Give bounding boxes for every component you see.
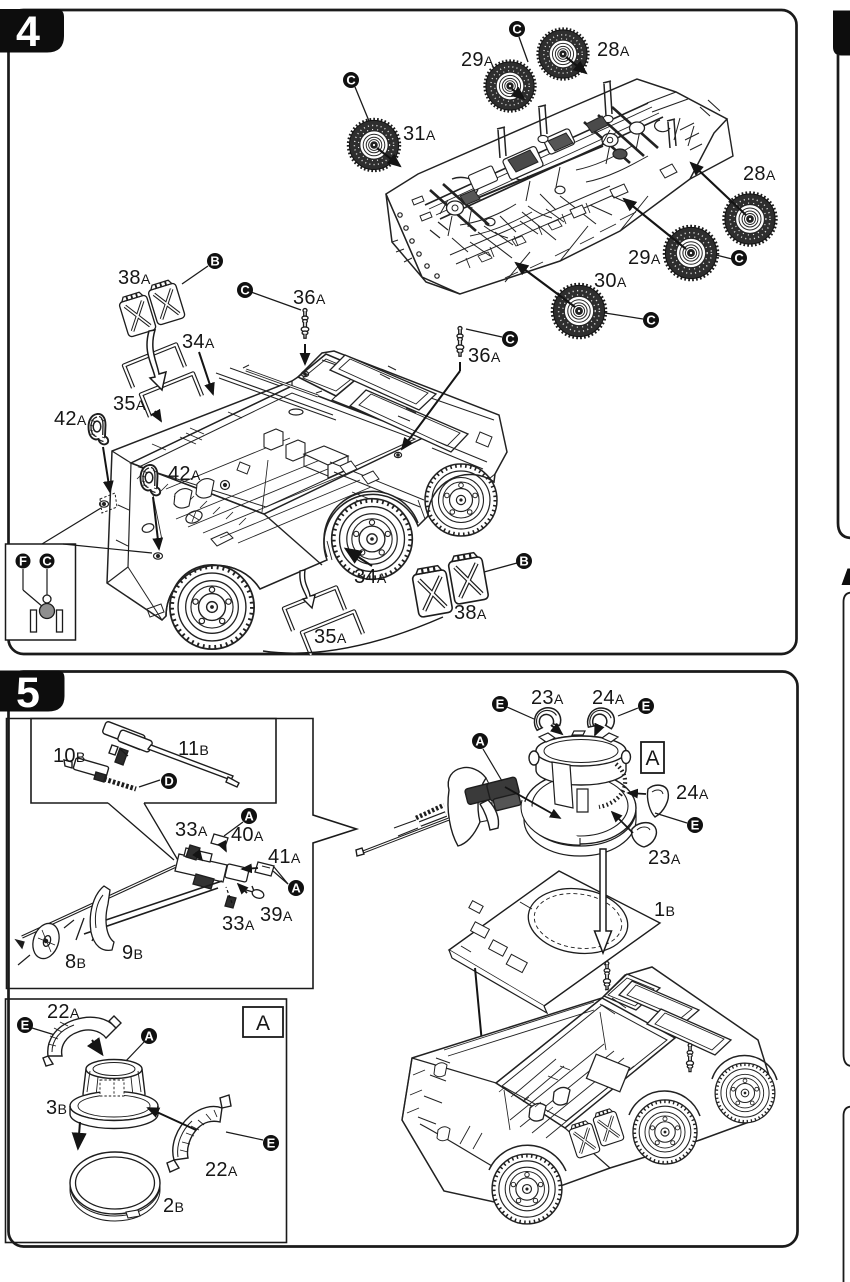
svg-text:A: A [475,734,485,749]
svg-text:A: A [144,1029,154,1044]
svg-text:28A: 28A [597,39,630,61]
svg-text:11B: 11B [178,738,209,760]
svg-text:28A: 28A [743,163,776,185]
svg-text:9B: 9B [122,942,143,964]
svg-text:10B: 10B [53,745,86,767]
svg-text:C: C [512,22,522,37]
svg-text:D: D [164,774,173,789]
svg-text:C: C [734,251,744,266]
svg-text:24A: 24A [676,782,709,804]
svg-text:36A: 36A [293,287,326,309]
svg-text:F: F [19,554,27,569]
svg-text:34A: 34A [354,566,387,588]
svg-text:C: C [505,332,515,347]
svg-text:35A: 35A [113,393,146,415]
svg-text:34A: 34A [182,331,215,353]
svg-text:41A: 41A [268,846,301,868]
svg-text:5: 5 [16,669,40,717]
svg-text:36A: 36A [468,345,501,367]
svg-text:1B: 1B [654,899,675,921]
svg-text:3B: 3B [46,1097,67,1119]
svg-text:35A: 35A [314,626,347,648]
svg-text:31A: 31A [403,123,436,145]
svg-text:E: E [496,697,505,712]
svg-text:8B: 8B [65,951,86,973]
svg-text:C: C [42,554,52,569]
svg-text:E: E [691,818,700,833]
svg-text:B: B [519,554,528,569]
svg-text:E: E [267,1136,276,1151]
svg-text:E: E [642,699,651,714]
svg-text:A: A [256,1012,270,1035]
svg-text:C: C [646,313,656,328]
svg-text:42A: 42A [168,463,201,485]
svg-text:38A: 38A [118,267,151,289]
svg-text:42A: 42A [54,408,87,430]
svg-text:A: A [291,881,301,896]
svg-text:30A: 30A [594,270,627,292]
svg-text:C: C [346,73,356,88]
svg-text:C: C [240,283,250,298]
svg-text:29A: 29A [461,49,494,71]
svg-text:22A: 22A [205,1159,238,1181]
svg-text:39A: 39A [260,904,293,926]
svg-text:40A: 40A [231,824,264,846]
svg-text:24A: 24A [592,687,625,709]
svg-text:B: B [210,254,219,269]
svg-text:33A: 33A [175,819,208,841]
svg-text:E: E [21,1018,30,1033]
svg-text:A: A [645,747,659,770]
svg-text:23A: 23A [531,687,564,709]
svg-text:4: 4 [16,8,40,56]
svg-text:23A: 23A [648,847,681,869]
svg-text:38A: 38A [454,602,487,624]
svg-text:22A: 22A [47,1001,80,1023]
svg-text:29A: 29A [628,247,661,269]
svg-text:A: A [244,809,254,824]
svg-text:2B: 2B [163,1195,184,1217]
svg-text:33A: 33A [222,913,255,935]
